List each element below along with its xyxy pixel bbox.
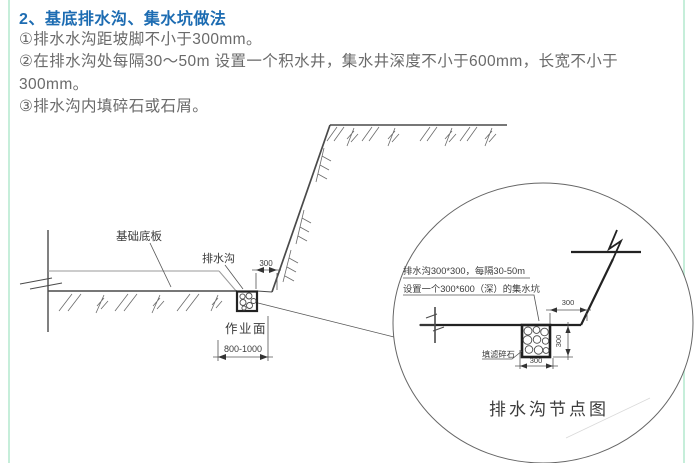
work-surface-label: 作业面 <box>225 322 267 336</box>
detail-note-line1: 排水沟300*300，每隔30-50m <box>403 265 525 276</box>
faint-watermark-line <box>565 397 651 439</box>
main-section: 300 800-1000 基础底板 排水沟 作业面 <box>19 124 507 361</box>
body-line-3: 300mm。 <box>19 75 89 93</box>
body-line-4: ③排水沟内填碎石或石屑。 <box>19 98 209 116</box>
detail-caption: 排水沟节点图 <box>489 400 609 419</box>
trench-width-text: 800-1000 <box>224 344 262 354</box>
detail-circle: 排水沟300*300，每隔30-50m 设置一个300*600（深）的集水坑 <box>392 182 694 463</box>
toe-dimension: 300 <box>252 259 281 290</box>
body-text: ①排水水沟距坡脚不小于300mm。 ②在排水沟处每隔30～50m 设置一个积水井… <box>19 29 659 119</box>
left-border-line <box>8 0 10 463</box>
detail-top-dim-text: 300 <box>562 298 575 307</box>
gravel-fill <box>239 292 257 311</box>
detail-bottom-dimension: 300 <box>515 350 558 369</box>
detail-bottom-dim-text: 300 <box>530 356 543 365</box>
gravel-label: 填滤碎石 <box>482 349 515 359</box>
toe-dim-text: 300 <box>259 259 273 268</box>
detail-note-line2: 设置一个300*600（深）的集水坑 <box>403 283 540 294</box>
right-border-line <box>683 0 685 463</box>
break-symbol-left <box>19 277 63 290</box>
slab-label: 基础底板 <box>116 229 162 243</box>
detail-depth-dim-text: 300 <box>554 335 563 348</box>
trench-width-dimension: 800-1000 <box>213 316 273 361</box>
section-heading: 2、基底排水沟、集水坑做法 <box>19 11 227 28</box>
detail-depth-dimension: 300 <box>553 322 573 360</box>
body-line-1: ①排水水沟距坡脚不小于300mm。 <box>19 31 262 48</box>
soil-hatch-slope <box>282 147 332 283</box>
detail-top-dimension: 300 <box>546 298 591 324</box>
detail-leader-line <box>257 302 399 339</box>
soil-hatch-floor <box>58 293 223 314</box>
detail-gravel-fill <box>522 326 550 355</box>
detail-ditch <box>520 323 552 359</box>
soil-hatch-top <box>326 126 497 147</box>
body-line-2: ②在排水沟处每隔30～50m 设置一个积水井，集水井深度不小于600mm，长宽不… <box>19 53 619 71</box>
construction-diagram: 300 800-1000 基础底板 排水沟 作业面 排水沟300*30 <box>19 124 694 463</box>
detail-break-slope <box>607 229 624 260</box>
ditch-label: 排水沟 <box>202 251 235 265</box>
